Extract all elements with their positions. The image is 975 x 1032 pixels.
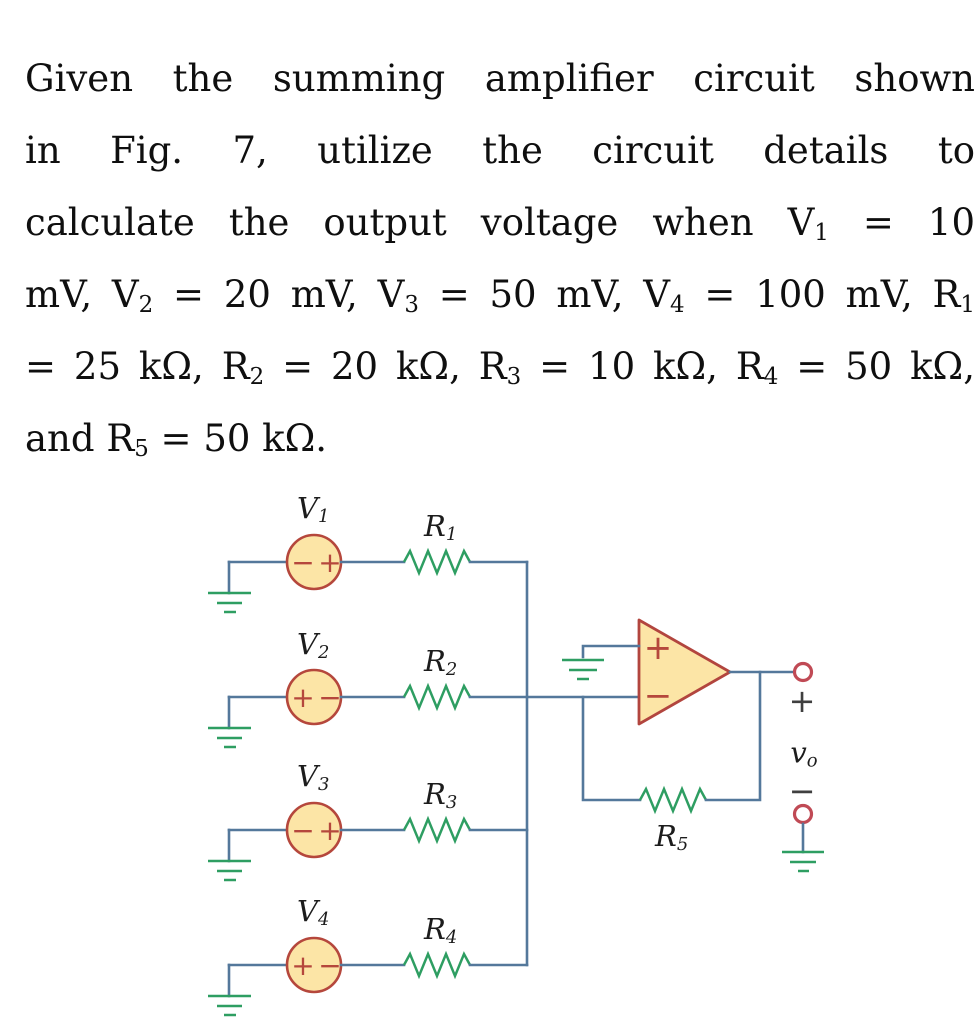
ground-icon [782,850,824,873]
problem-line-2: in Fig. 7, utilize the circuit details t… [25,129,975,172]
label-r5: R5 [655,819,689,855]
feedback-branch [581,670,762,815]
ground-icon [208,859,251,882]
opamp-noninverting-sign: + [643,628,673,668]
output-plus-sign: + [788,682,816,720]
problem-line-4: mV, V2 = 20 mV, V3 = 50 mV, V4 = 100 mV,… [25,273,975,319]
opamp-inverting-sign: − [643,676,673,716]
resistor-r2-zigzag [402,682,472,712]
label-r4: R4 [424,912,458,948]
label-r1: R1 [424,509,458,545]
resistor-r1-zigzag [402,547,472,577]
label-vo: vo [790,735,818,772]
label-v1: V1 [297,491,330,527]
output-port [782,661,824,873]
ground-icon [562,658,604,681]
input-branch-4 [208,936,529,1017]
problem-line-1: Given the summing amplifier circuit show… [25,57,975,100]
noninverting-input-wire [581,644,641,659]
v2-minus-sign: − [318,681,342,714]
output-terminal-bottom [792,803,814,825]
v3-plus-sign: + [318,814,342,847]
v4-minus-sign: − [318,949,342,982]
ground-icon [208,994,251,1017]
opamp-triangle [637,618,732,726]
opamp [562,618,796,726]
resistor-r3-zigzag [402,815,472,845]
ground-icon [208,591,251,614]
label-v4: V4 [297,894,330,930]
problem-line-6: and R5 = 50 kΩ. [25,417,328,463]
input-branch-2 [208,668,529,749]
input-branch-1 [208,533,529,614]
label-v2: V2 [297,627,330,663]
v3-minus-sign: − [291,814,315,847]
resistor-r5-zigzag [638,785,708,815]
problem-line-5: = 25 kΩ, R2 = 20 kΩ, R3 = 10 kΩ, R4 = 50… [25,345,975,391]
problem-line-3: calculate the output voltage when V1 = 1… [25,201,975,247]
label-v3: V3 [297,759,330,795]
label-r2: R2 [424,644,458,680]
feedback-wire-right [704,670,762,802]
resistor-r4-zigzag [402,950,472,980]
input-branch-3 [208,801,529,882]
ground-icon [208,726,251,749]
output-minus-sign: − [788,772,816,810]
label-r3: R3 [424,777,458,813]
v1-minus-sign: − [291,546,315,579]
output-terminal-top [792,661,814,683]
feedback-wire-left [581,695,642,802]
v1-plus-sign: + [318,546,342,579]
problem-statement: Given the summing amplifier circuit show… [25,43,975,475]
v4-plus-sign: + [291,949,315,982]
v2-plus-sign: + [291,681,315,714]
